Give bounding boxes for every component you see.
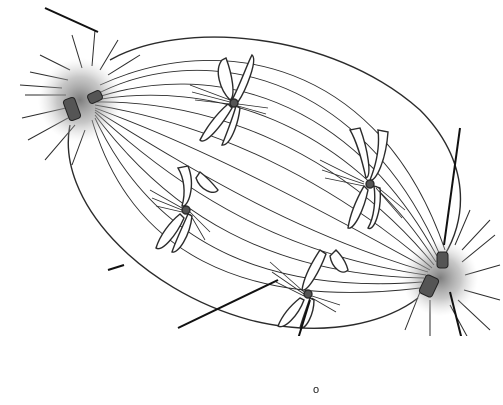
aster-right-glow: [402, 240, 478, 316]
label-box: [108, 336, 498, 372]
chromosome-4: [278, 250, 348, 328]
figure-caption: o: [313, 384, 319, 396]
chromosome-2: [348, 128, 388, 228]
spindle-fibers: [92, 60, 445, 292]
aster-left-glow: [38, 58, 122, 142]
chromosome-3: [156, 166, 218, 252]
